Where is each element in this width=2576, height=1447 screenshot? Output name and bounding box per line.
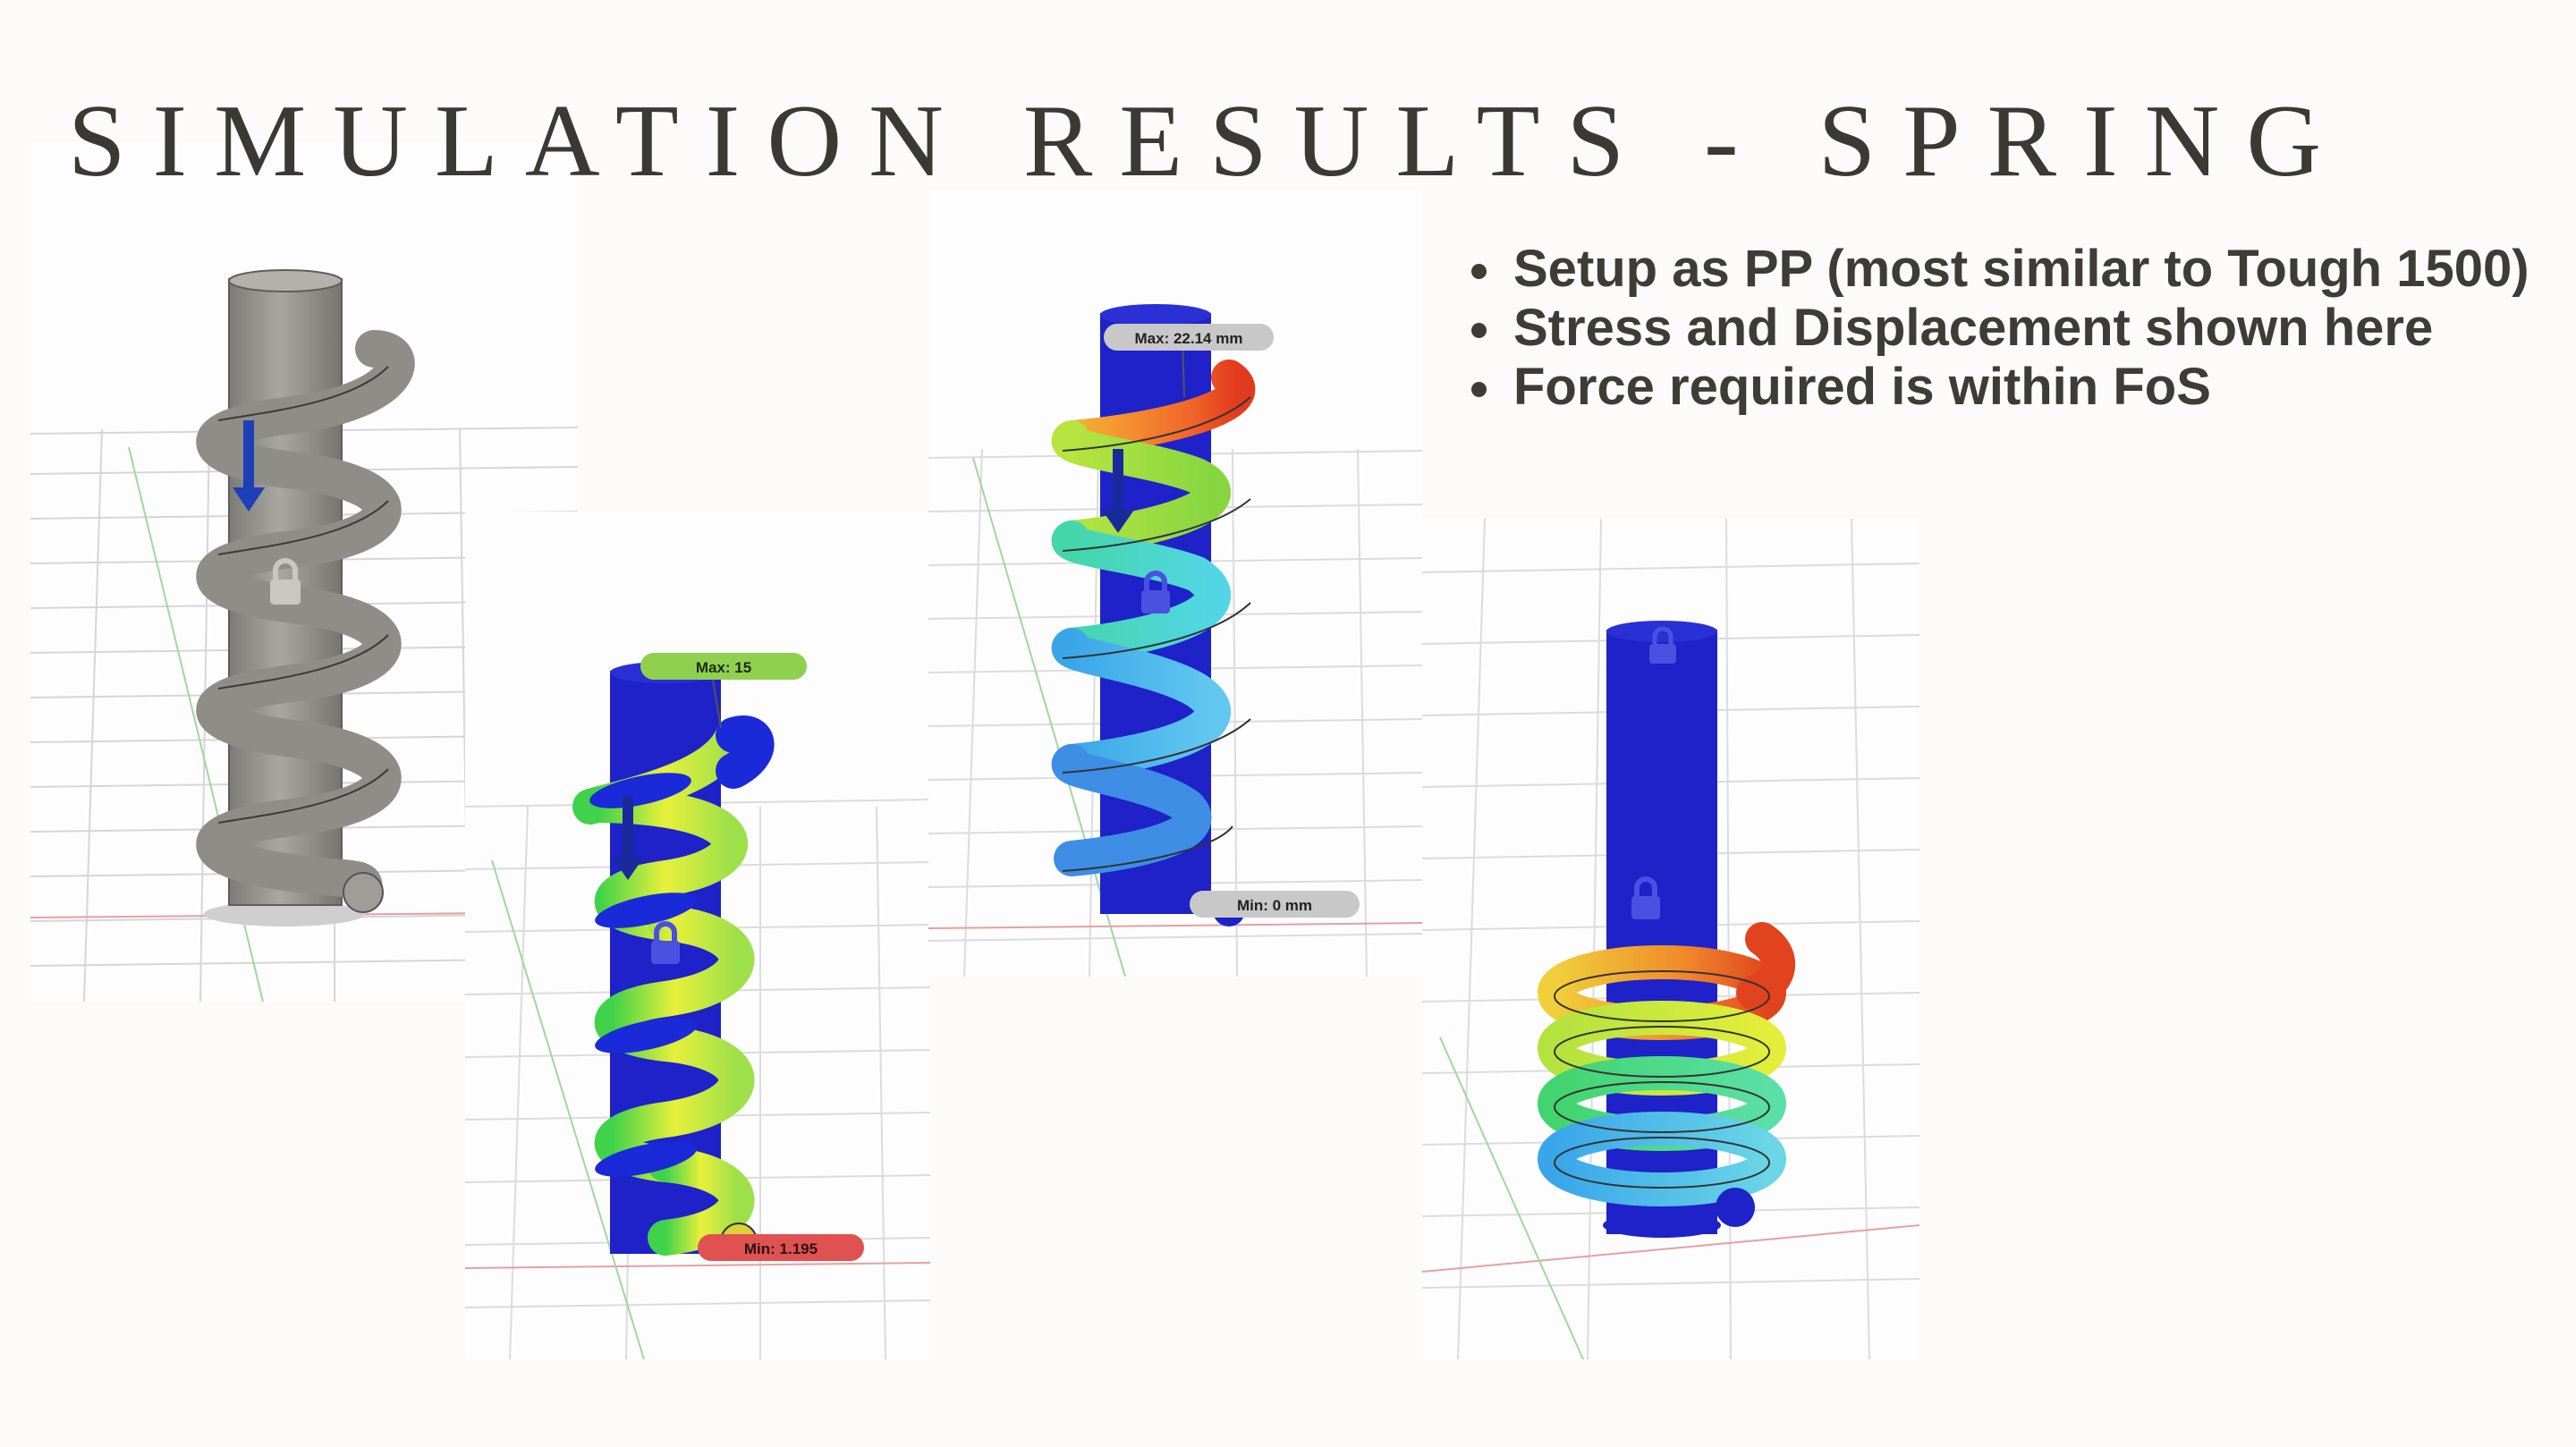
min-displacement-tag: Min: 0 mm (1190, 891, 1360, 918)
max-stress-tag: Max: 15 (640, 653, 807, 680)
load-arrow-icon (233, 420, 265, 512)
bullet-list: Setup as PP (most similar to Tough 1500)… (1467, 240, 2546, 417)
min-displacement-label: Min: 0 mm (1237, 897, 1312, 914)
load-arrow-icon (612, 796, 644, 880)
slide-title: SIMULATION RESULTS - SPRING (68, 84, 2349, 199)
bullet-item: Force required is within FoS (1508, 358, 2546, 417)
load-arrow-icon (1102, 449, 1134, 533)
min-stress-tag: Min: 1.195 (698, 1234, 864, 1261)
max-displacement-label: Max: 22.14 mm (1135, 330, 1243, 347)
lock-icon (270, 558, 301, 605)
stress-result-panel: Max: 15 Min: 1.195 (465, 512, 930, 1359)
lock-icon (651, 921, 680, 964)
min-stress-label: Min: 1.195 (744, 1240, 818, 1257)
displacement-result-panel: Max: 22.14 mm Min: 0 mm (928, 190, 1422, 977)
spring-coil (197, 330, 415, 909)
max-displacement-tag: Max: 22.14 mm (1104, 324, 1274, 351)
bullet-item: Setup as PP (most similar to Tough 1500) (1508, 240, 2546, 299)
max-stress-label: Max: 15 (696, 659, 751, 676)
lock-icon (1649, 626, 1676, 664)
compressed-result-panel (1422, 519, 1919, 1359)
lock-icon (1631, 876, 1660, 919)
spring-coil (1051, 360, 1256, 876)
bullet-item: Stress and Displacement shown here (1508, 299, 2546, 358)
lock-icon (1141, 571, 1170, 613)
low-stress-region (589, 773, 697, 1177)
